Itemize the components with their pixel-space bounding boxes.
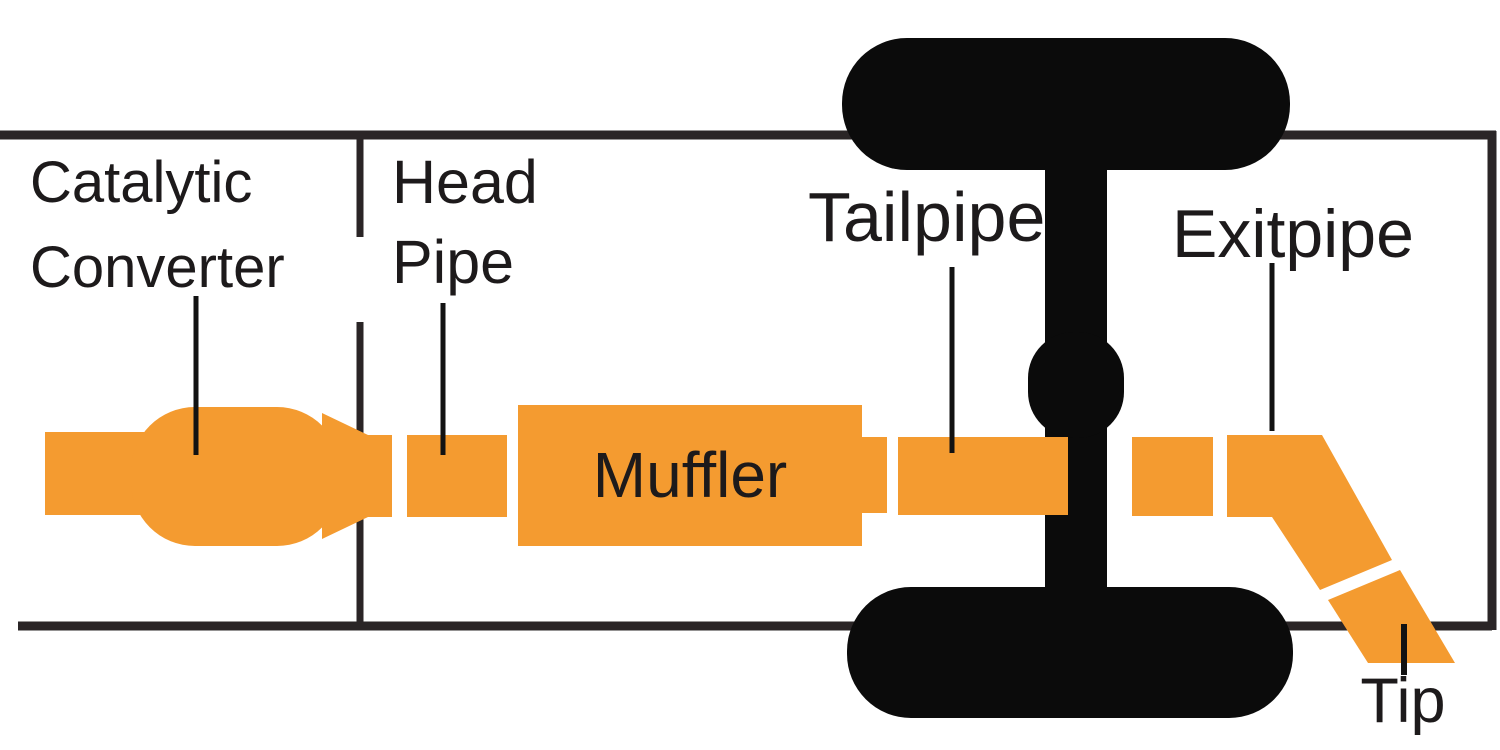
head-pipe-shape: [407, 435, 507, 517]
catalytic-converter-label-line1: Catalytic: [30, 150, 252, 215]
tailpipe-label: Tailpipe: [808, 178, 1045, 256]
tailpipe-shape: [898, 437, 1068, 515]
inlet-pipe-shape: [45, 432, 145, 515]
head-pipe-label-line1: Head: [392, 148, 538, 216]
tip-label: Tip: [1360, 666, 1445, 736]
catalytic-converter-shape: [131, 407, 341, 546]
muffler-outlet-stub-shape: [862, 437, 887, 513]
catalytic-converter-label-line2: Converter: [30, 235, 285, 300]
head-pipe-label-line2: Pipe: [392, 228, 514, 296]
exitpipe-label: Exitpipe: [1172, 196, 1414, 272]
top-wheel: [842, 38, 1290, 170]
catalytic-converter-outlet-shape: [322, 413, 392, 539]
muffler-label: Muffler: [593, 439, 787, 511]
bottom-wheel: [847, 587, 1293, 718]
muffler-shape: [518, 405, 862, 546]
exitpipe-shape: [1227, 435, 1392, 590]
tip-shape: [1328, 570, 1455, 663]
differential: [1028, 332, 1124, 438]
overaxle-pipe-shape: [1132, 437, 1213, 516]
